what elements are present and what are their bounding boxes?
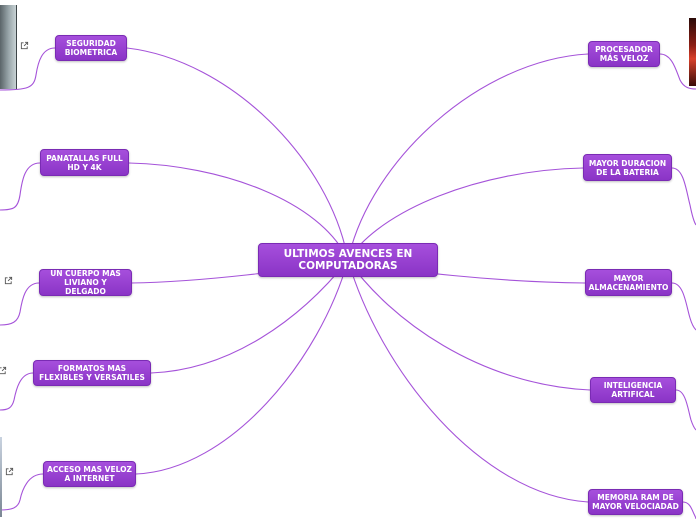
external-link-icon[interactable] [20, 41, 29, 50]
topic-memoria-ram[interactable]: MEMORIA RAM DE MAYOR VELOCIADAD [588, 489, 683, 515]
link-acceso-to-edge [0, 473, 44, 511]
link-cuerpo-to-edge [0, 282, 40, 326]
link-pantallas-to-edge [0, 162, 41, 211]
topic-seguridad-biometrica[interactable]: SEGURIDAD BIOMETRICA [55, 35, 127, 61]
link-central-to-acceso [135, 259, 349, 475]
topic-cuerpo-liviano[interactable]: UN CUERPO MAS LIVIANO Y DELGADO [39, 269, 132, 296]
link-inteligencia-to-edge [675, 389, 696, 431]
topic-formatos-flexibles[interactable]: FORMATOS MAS FLEXIBLES Y VERSATILES [33, 360, 151, 386]
image-thumbnail-acceso[interactable] [0, 437, 2, 517]
link-central-to-formatos [150, 259, 349, 374]
topic-pantallas-full-hd[interactable]: PANATALLAS FULL HD Y 4K [40, 149, 129, 176]
topic-mayor-almacenamiento[interactable]: MAYOR ALMACENAMIENTO [585, 269, 672, 296]
link-central-to-bateria [347, 167, 584, 261]
topic-acceso-internet[interactable]: ACCESO MAS VELOZ A INTERNET [43, 461, 136, 487]
link-central-to-pantallas [128, 162, 349, 261]
link-memoria-to-edge [682, 501, 696, 520]
link-bateria-to-edge [671, 167, 696, 226]
external-link-icon[interactable] [0, 366, 7, 375]
link-almacenamiento-to-edge [671, 282, 696, 331]
link-formatos-to-edge [0, 372, 34, 411]
link-central-to-procesador [347, 53, 589, 261]
link-seguridad-to-edge [0, 47, 56, 91]
image-thumbnail-seguridad[interactable] [0, 5, 17, 89]
link-central-to-inteligencia [347, 259, 591, 391]
external-link-icon[interactable] [5, 467, 14, 476]
topic-procesador-veloz[interactable]: PROCESADOR MÁS VELOZ [588, 41, 660, 67]
link-procesador-to-edge [659, 53, 696, 90]
link-central-to-seguridad [126, 47, 349, 261]
topic-duracion-bateria[interactable]: MAYOR DURACION DE LA BATERIA [583, 154, 672, 181]
image-thumbnail-procesador[interactable] [689, 18, 696, 86]
link-central-to-memoria [347, 259, 589, 503]
external-link-icon[interactable] [4, 276, 13, 285]
topic-inteligencia-artificial[interactable]: INTELIGENCIA ARTIFICAL [590, 377, 676, 403]
central-topic[interactable]: ULTIMOS AVENCES EN COMPUTADORAS [258, 243, 438, 277]
